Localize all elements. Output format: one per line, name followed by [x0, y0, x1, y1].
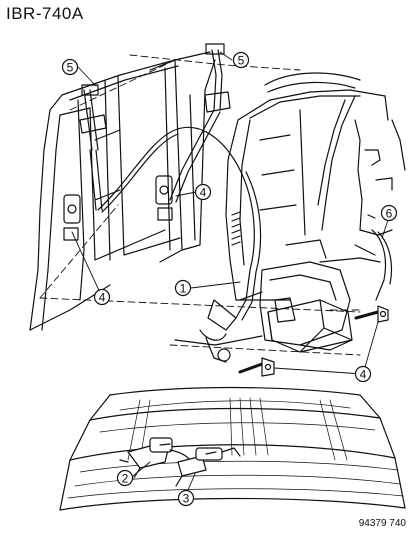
retractor-housing [267, 299, 353, 353]
svg-text:5: 5 [67, 61, 74, 75]
figure-code: 94379 740 [358, 518, 406, 529]
callout-2: 2 [116, 469, 134, 487]
rear-seat-cushion [59, 386, 406, 511]
floor-and-wheelhouse [174, 239, 381, 351]
callout-4-bolts: 4 [354, 365, 372, 383]
callout-3: 3 [177, 489, 195, 507]
diagram-title: IBR-740A [6, 4, 84, 23]
rear-side-wall [354, 119, 406, 256]
bolt-lower [238, 357, 275, 377]
seat-buckles [119, 437, 241, 487]
callouts: 5 5 4 4 4 1 6 [61, 51, 398, 507]
bolt-upper [354, 305, 389, 323]
callout-6: 6 [380, 204, 398, 222]
callout-4-upper: 4 [194, 183, 212, 201]
rear-belt-assembly [199, 169, 393, 363]
reference-lines [39, 54, 361, 356]
svg-text:1: 1 [180, 282, 187, 296]
left-belt-assembly [63, 84, 241, 241]
svg-text:4: 4 [99, 291, 106, 305]
leader-lines [71, 51, 389, 491]
callout-4-left: 4 [93, 288, 111, 306]
right-belt-assembly [155, 43, 231, 221]
callout-1: 1 [174, 279, 192, 297]
svg-text:5: 5 [238, 54, 245, 68]
callout-5-left: 5 [61, 58, 79, 76]
svg-text:4: 4 [200, 186, 207, 200]
svg-text:6: 6 [386, 207, 393, 221]
svg-text:2: 2 [122, 472, 129, 486]
svg-text:4: 4 [360, 368, 367, 382]
quarter-trim-panel [225, 72, 389, 301]
callout-5-right: 5 [232, 51, 250, 69]
svg-text:3: 3 [183, 492, 190, 506]
